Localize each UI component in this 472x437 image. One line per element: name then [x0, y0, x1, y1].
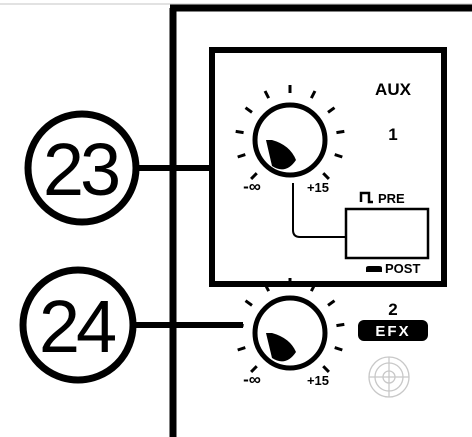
efx-badge: EFX [358, 320, 428, 341]
efx-knob-ticks [235, 278, 345, 373]
callout-23: 23 [24, 110, 212, 226]
efx-badge-label: EFX [375, 323, 410, 340]
aux-knob-min-label: -∞ [243, 177, 261, 196]
knob-tick [237, 346, 246, 352]
callout-23-label: 23 [43, 128, 118, 211]
aux-channel-number: 1 [388, 125, 397, 144]
knob-tick [334, 153, 343, 159]
efx-knob-min-label: -∞ [243, 370, 261, 389]
knob-tick [244, 299, 253, 307]
knob-tick [310, 90, 317, 99]
aux-knob-max-label: +15 [307, 180, 329, 195]
prepost-switch-button [344, 207, 430, 260]
knob-tick [250, 365, 258, 373]
knob-tick [322, 172, 330, 180]
callout-24-label: 24 [39, 285, 115, 368]
pre-pulse-icon [359, 191, 373, 204]
efx-knob [235, 278, 345, 373]
knob-tick [322, 365, 330, 373]
knob-tick [327, 299, 336, 307]
knob-tick [327, 106, 336, 114]
efx-knob-pointer [266, 333, 296, 362]
knob-tick [336, 129, 345, 135]
logo-emblem [368, 356, 410, 398]
channel-panel [169, 4, 472, 437]
switch-lead-line [292, 183, 346, 238]
efx-channel-number: 2 [388, 300, 397, 319]
knob-tick [237, 153, 246, 159]
knob-tick [263, 90, 270, 99]
aux-knob [235, 85, 345, 180]
knob-tick [235, 129, 244, 135]
knob-tick [263, 283, 270, 292]
prepost-switch[interactable] [292, 183, 430, 260]
aux-knob-ticks [235, 85, 345, 180]
knob-tick [250, 172, 258, 180]
aux-title: AUX [375, 80, 412, 99]
pre-label: PRE [378, 191, 405, 206]
knob-tick [310, 283, 317, 292]
aux-knob-pointer [266, 140, 296, 170]
knob-tick [235, 322, 244, 328]
callout-24: 24 [19, 266, 243, 384]
post-flat-icon [366, 266, 382, 272]
post-label: POST [385, 261, 420, 276]
knob-tick [244, 106, 253, 114]
knob-tick [334, 346, 343, 352]
knob-tick [336, 322, 345, 328]
efx-knob-max-label: +15 [307, 373, 329, 388]
